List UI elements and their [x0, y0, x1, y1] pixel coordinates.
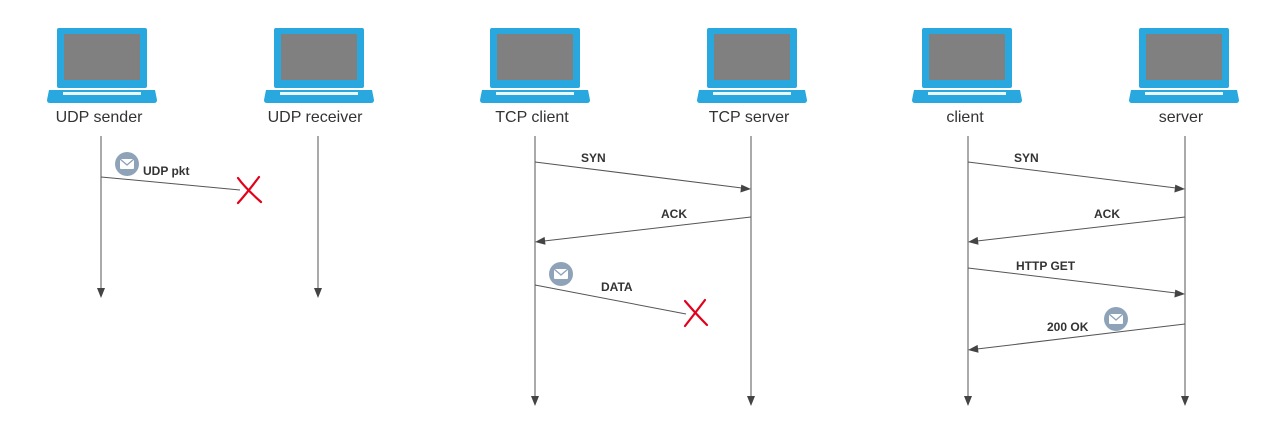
lifeline-arrowhead — [97, 288, 105, 298]
laptop-icon — [47, 28, 157, 103]
message-ack: ACK — [535, 207, 752, 245]
message-arrowhead — [968, 344, 979, 353]
lifeline-arrowhead — [1181, 396, 1189, 406]
message-ack: ACK — [968, 207, 1186, 245]
lost-packet-x-icon — [236, 175, 263, 205]
message-arrowhead — [535, 236, 546, 245]
message-arrow — [100, 176, 241, 191]
host-label: UDP sender — [56, 109, 144, 126]
lifeline-arrowhead — [747, 396, 755, 406]
message-label: ACK — [1094, 207, 1120, 221]
laptop-icon — [264, 28, 374, 103]
laptop-icon — [480, 28, 590, 103]
message-arrow — [534, 161, 743, 189]
lost-packet-x-icon — [683, 298, 709, 328]
message-label: DATA — [601, 280, 633, 294]
envelope-icon — [1103, 306, 1129, 332]
host-label: server — [1159, 109, 1204, 126]
message-label: SYN — [1014, 151, 1039, 165]
scenario-tcp: TCP client TCP server SYN ACK DATA — [480, 28, 807, 406]
message-arrowhead — [1174, 289, 1185, 298]
message-label: UDP pkt — [143, 164, 189, 178]
laptop-icon — [912, 28, 1022, 103]
message-syn: SYN — [534, 151, 751, 193]
scenario-http: client server SYN ACK HTTP GET 200 OK — [912, 28, 1239, 406]
envelope-icon — [114, 151, 140, 177]
lifeline-arrowhead — [531, 396, 539, 406]
message-label: 200 OK — [1047, 320, 1089, 334]
message-arrow — [967, 161, 1177, 189]
message-arrowhead — [1174, 184, 1185, 193]
message-label: HTTP GET — [1016, 259, 1076, 273]
message-http-get: HTTP GET — [967, 259, 1185, 298]
lifeline-arrowhead — [964, 396, 972, 406]
laptop-icon — [697, 28, 807, 103]
message-arrowhead — [740, 184, 751, 193]
envelope-icon — [548, 261, 574, 287]
message-label: SYN — [581, 151, 606, 165]
message-label: ACK — [661, 207, 687, 221]
laptop-icon — [1129, 28, 1239, 103]
message-arrow — [976, 216, 1186, 242]
host-label: UDP receiver — [268, 109, 364, 126]
message-arrowhead — [968, 236, 979, 245]
message-udp-pkt: UDP pkt — [100, 151, 263, 205]
lifeline-arrowhead — [314, 288, 322, 298]
scenario-udp: UDP sender UDP receiver UDP pkt — [47, 28, 374, 298]
message-arrow — [976, 323, 1186, 350]
message-arrow — [543, 216, 752, 242]
message-200-ok: 200 OK — [968, 306, 1186, 353]
message-arrow — [534, 284, 687, 315]
message-syn: SYN — [967, 151, 1185, 193]
host-label: TCP client — [495, 109, 569, 126]
message-arrow — [967, 267, 1177, 294]
host-label: TCP server — [709, 109, 790, 126]
host-label: client — [946, 109, 984, 126]
message-data: DATA — [534, 261, 709, 328]
